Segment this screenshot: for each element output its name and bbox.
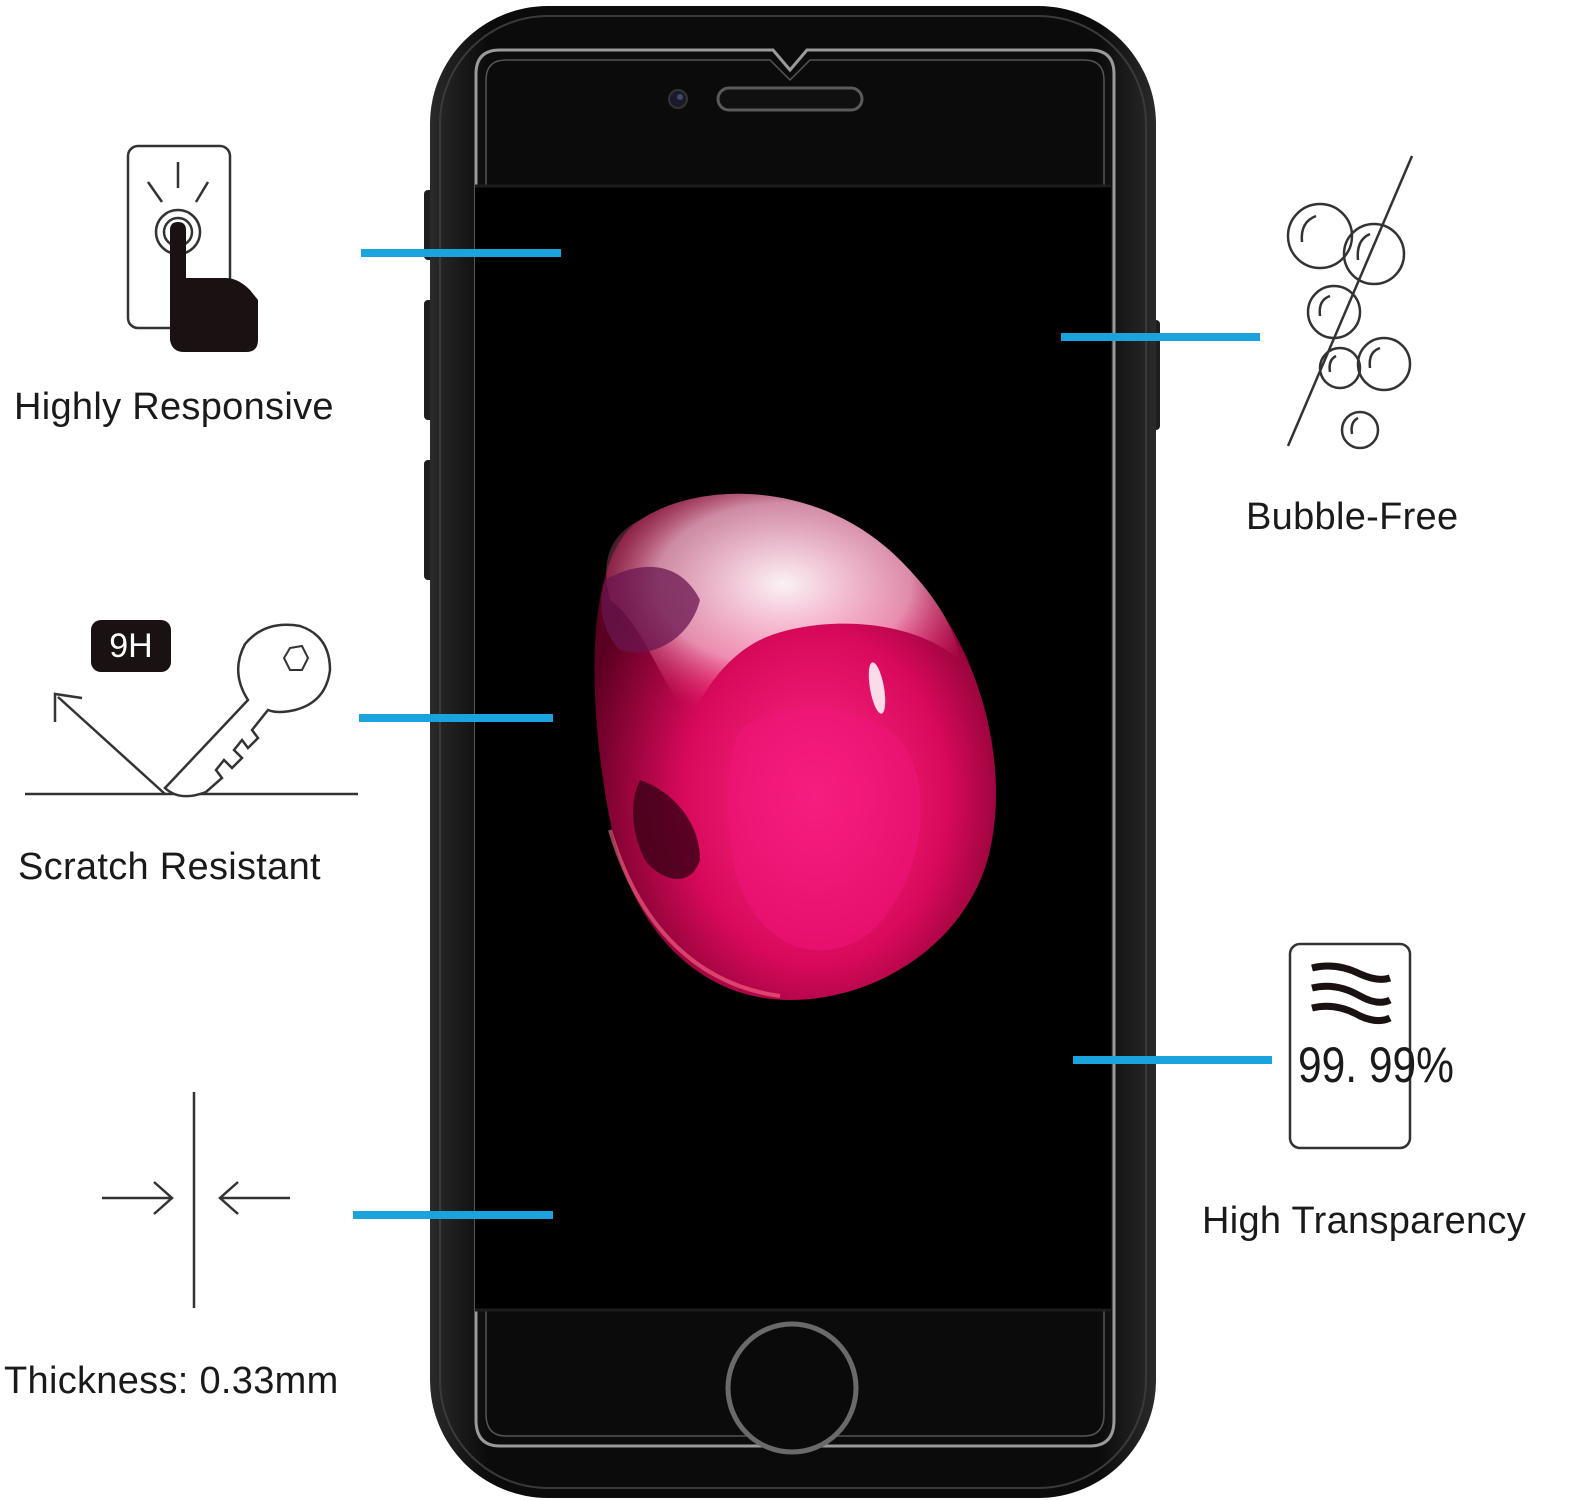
leader-line-transparency — [1073, 1056, 1272, 1064]
label-thickness: Thickness: 0.33mm — [4, 1360, 339, 1402]
leader-line-bubble-free — [1061, 333, 1260, 341]
label-highly-responsive: Highly Responsive — [14, 386, 334, 428]
red-drop-graphic — [594, 493, 996, 1000]
earpiece-speaker — [716, 86, 864, 112]
key-scratch-icon — [25, 623, 358, 798]
leader-line-thickness — [353, 1211, 553, 1219]
label-bubble-free: Bubble-Free — [1246, 496, 1459, 538]
hardness-badge: 9H — [91, 620, 171, 672]
bubbles-icon — [1286, 155, 1414, 450]
leader-line-scratch — [359, 714, 553, 722]
thickness-arrows-icon — [102, 1092, 290, 1308]
transparency-percent: 99. 99% — [1298, 1037, 1454, 1093]
label-high-transparency: High Transparency — [1202, 1200, 1527, 1242]
label-scratch-resistant: Scratch Resistant — [18, 846, 321, 888]
transparency-icon — [1288, 942, 1412, 1150]
hardness-badge-text: 9H — [109, 627, 153, 665]
leader-line-responsive — [361, 249, 561, 257]
home-button — [725, 1321, 859, 1455]
touch-finger-icon — [126, 144, 258, 352]
glass-protector-outline — [474, 48, 1116, 1448]
